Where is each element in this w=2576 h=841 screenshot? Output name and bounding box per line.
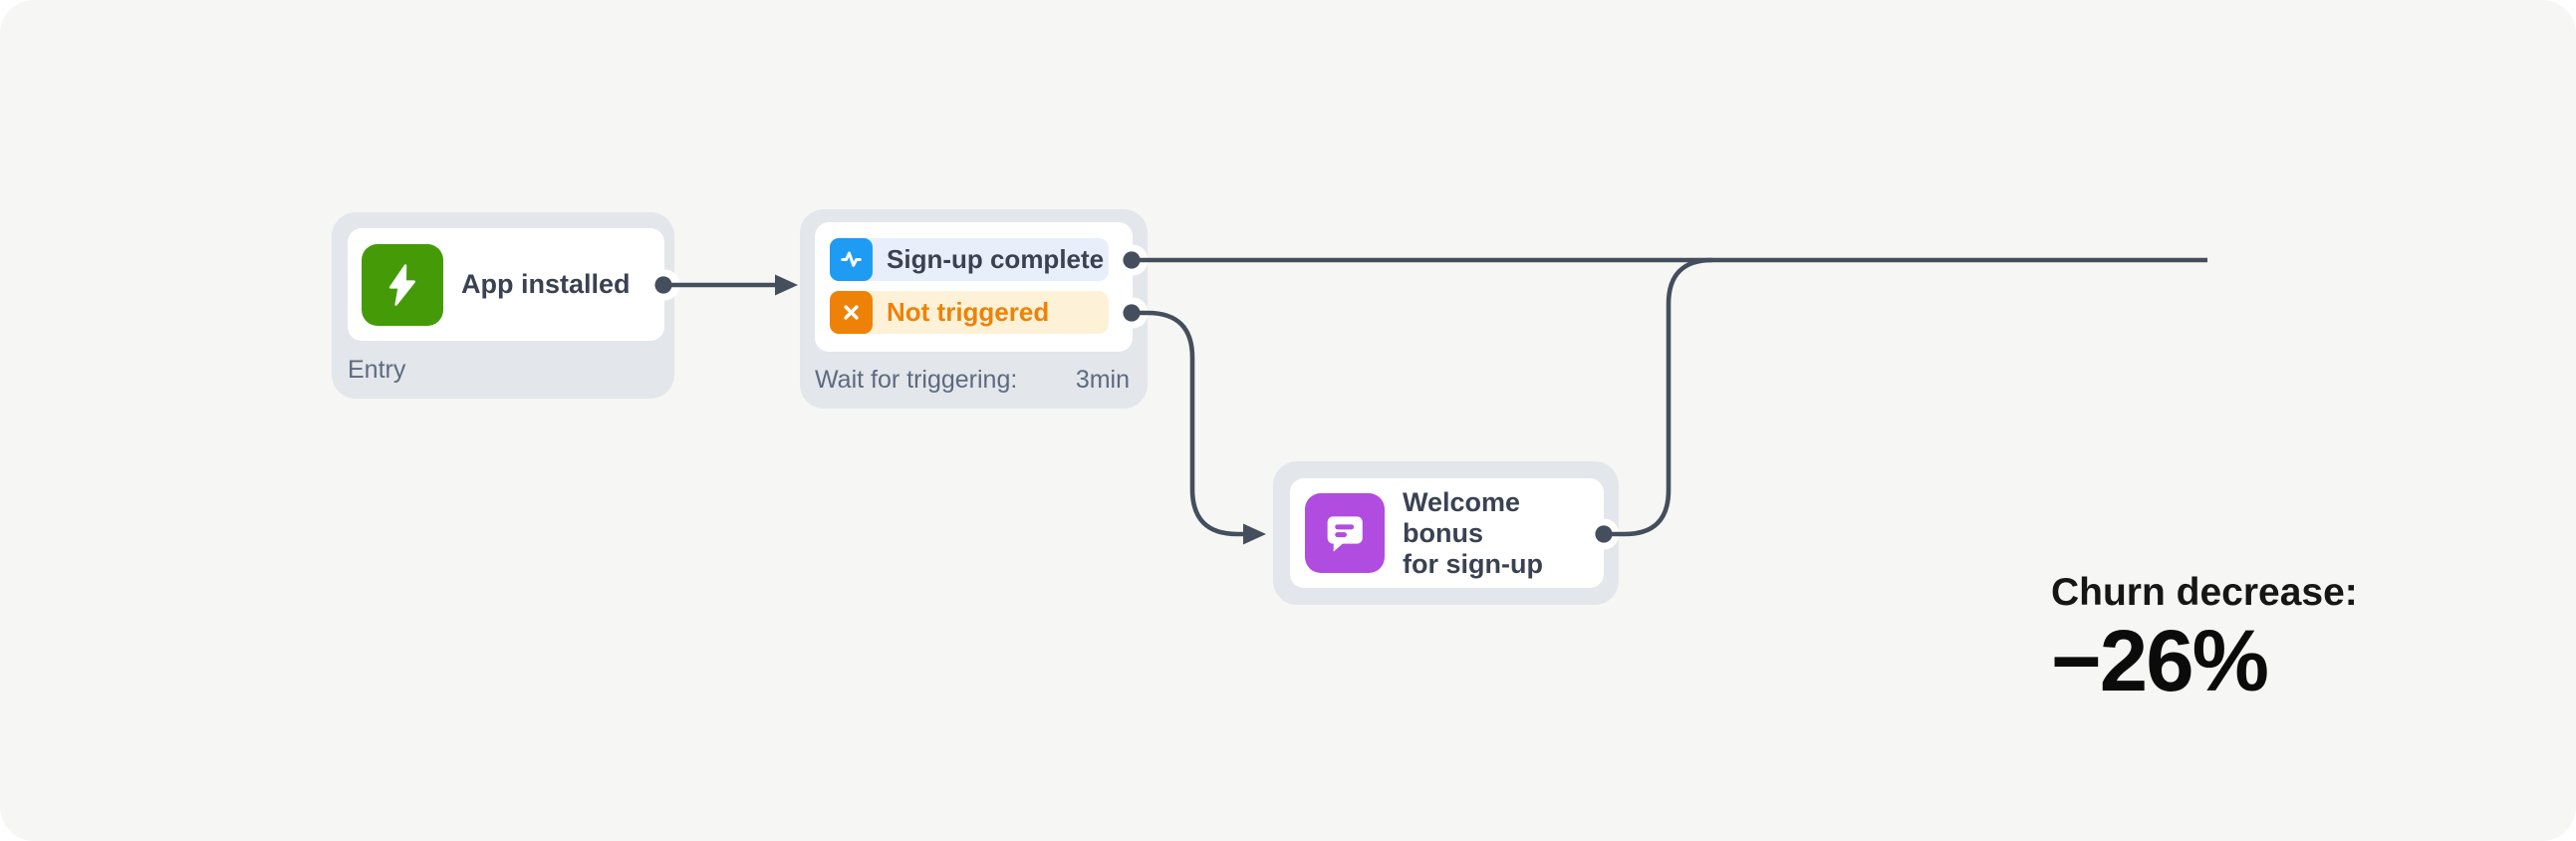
node-wait-card[interactable]: Sign-up complete Not triggered: [815, 222, 1133, 352]
node-title: App installed: [461, 269, 631, 299]
churn-stat-value: −26%: [2051, 613, 2269, 709]
entry-badge: Entry: [348, 356, 406, 384]
wire-message-merge: [1604, 257, 1713, 537]
node-app-installed[interactable]: App installed Entry: [332, 212, 674, 399]
branch-row-signup-complete[interactable]: Sign-up complete: [830, 238, 1109, 281]
branch-row-not-triggered[interactable]: Not triggered: [830, 291, 1109, 334]
node-wait-for-triggering[interactable]: Sign-up complete Not triggered Wait for …: [800, 209, 1148, 409]
wait-footer-label: Wait for triggering:: [815, 366, 1018, 394]
arrowhead-icon: [1243, 523, 1266, 545]
branch-label-not-triggered: Not triggered: [887, 297, 1050, 327]
lightning-bolt-icon: [362, 243, 443, 326]
node-title: Welcome bonus for sign-up: [1403, 486, 1543, 579]
arrowhead-icon: [775, 274, 798, 296]
node-welcome-bonus[interactable]: Welcome bonus for sign-up: [1273, 461, 1619, 605]
node-welcome-bonus-card[interactable]: Welcome bonus for sign-up: [1290, 478, 1604, 588]
activity-pulse-icon: [830, 238, 873, 281]
node-app-installed-card[interactable]: App installed: [348, 228, 664, 341]
wait-footer-value: 3min: [1075, 366, 1130, 394]
churn-stat-label: Churn decrease:: [2051, 571, 2358, 614]
x-mark-icon: [830, 291, 873, 334]
churn-stat: Churn decrease: −26%: [2051, 570, 2358, 707]
wire-not-triggered-to-message: [1133, 310, 1245, 537]
chat-message-icon: [1305, 493, 1385, 573]
branch-label-signup-complete: Sign-up complete: [887, 244, 1105, 274]
